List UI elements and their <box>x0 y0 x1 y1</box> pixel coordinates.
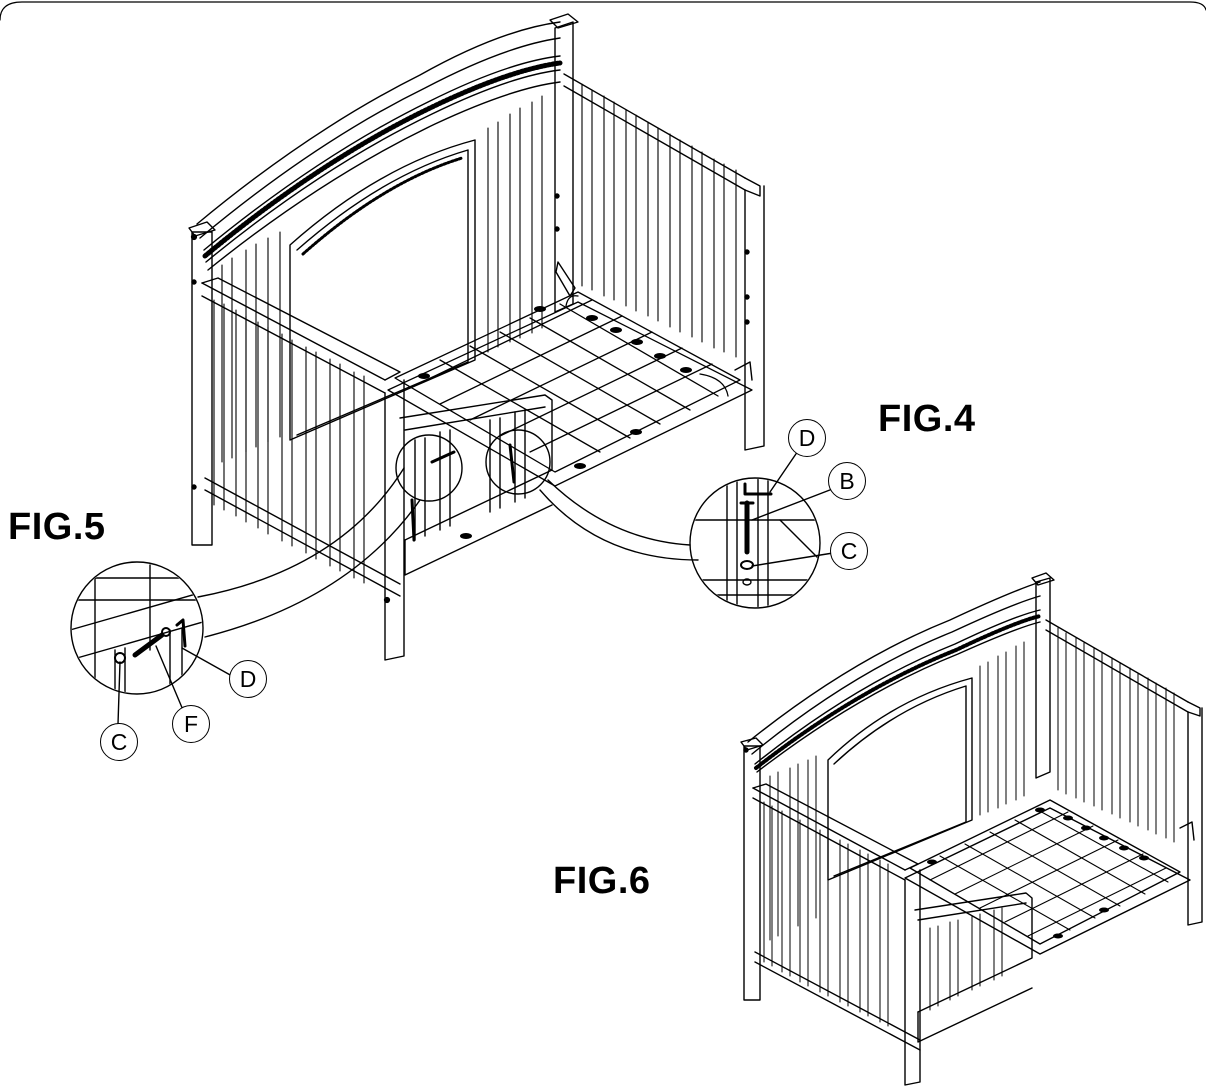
headboard-arched-rail <box>196 21 561 271</box>
fig4-leader-bottom <box>539 489 699 561</box>
front-rail-slats <box>213 299 365 584</box>
fig5-leader-bottom <box>204 499 421 638</box>
fig4-callout-barrel-nut: C <box>830 532 868 570</box>
spring-clips <box>418 306 692 539</box>
fig5-leader-top <box>197 467 405 598</box>
fig5-callout-bolt: F <box>172 705 210 743</box>
fig5-label: FIG.5 <box>8 506 106 548</box>
back-side-rail <box>563 73 765 451</box>
bottom-front-rail <box>204 477 401 597</box>
spring-bracket <box>555 261 576 297</box>
fig4-detail-marker <box>485 429 551 495</box>
fig5-callout-hex-key: D <box>229 660 267 698</box>
headboard-panel <box>289 139 476 441</box>
back-rail-slats <box>581 83 737 358</box>
guard-rail <box>399 394 553 576</box>
fig5-callout-barrel-nut: C <box>100 723 138 761</box>
fig4-callout-hex-key: D <box>788 419 826 457</box>
page-frame <box>0 1 1206 21</box>
guard-rail-hardware <box>410 443 516 542</box>
main-toddler-bed <box>188 13 765 661</box>
spring-bracket-right <box>734 361 753 381</box>
headboard-decor-band <box>202 60 563 259</box>
fig5-detail-marker <box>395 434 463 502</box>
headboard-right-post <box>549 13 579 313</box>
fig4-leader-top <box>547 479 691 546</box>
fig4-label: FIG.4 <box>878 398 976 440</box>
mattress-spring <box>387 291 753 487</box>
fig6-label: FIG.6 <box>553 860 651 902</box>
fig4-callout-bolt: B <box>828 462 866 500</box>
headboard-left-post <box>188 221 216 546</box>
fig6-toddler-bed <box>740 572 1203 1086</box>
fig4-detail <box>689 447 836 609</box>
fig5-detail <box>70 561 233 725</box>
